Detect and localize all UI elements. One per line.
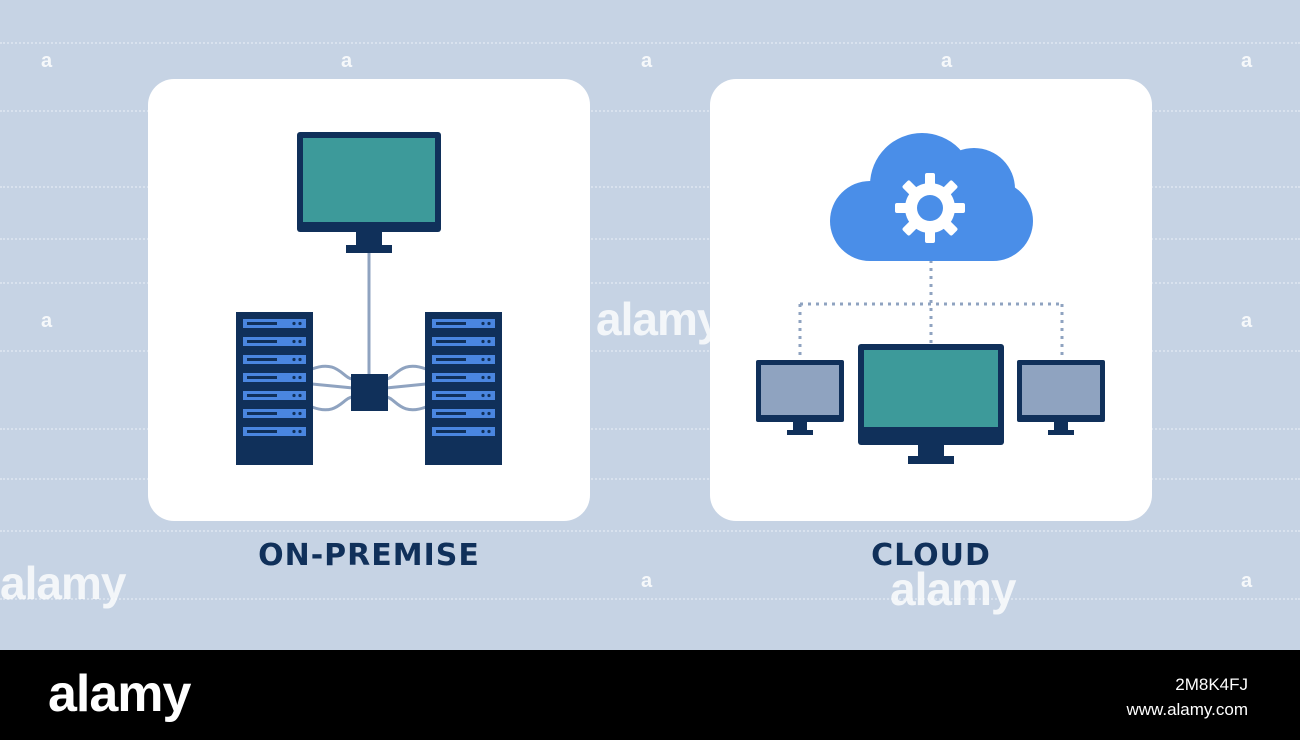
image-id: 2M8K4FJ <box>1175 675 1248 694</box>
image-info: 2M8K4FJ www.alamy.com <box>1126 672 1248 722</box>
watermark-mark: a <box>341 50 353 72</box>
on-premise-label: ON-PREMISE <box>258 538 480 573</box>
stock-image-area: a a a a a a a a a alamy alamy alamy <box>0 42 1300 615</box>
watermark-mark: a <box>41 50 53 72</box>
cable-line <box>311 382 354 390</box>
watermark-word: alamy <box>596 293 722 345</box>
server-rack-icon <box>236 312 313 465</box>
watermark-word: alamy <box>890 563 1016 615</box>
watermark-mark: a <box>641 50 653 72</box>
site-url: www.alamy.com <box>1126 700 1248 719</box>
cable-line <box>311 395 354 412</box>
alamy-logo: alamy <box>48 665 191 723</box>
background-line <box>0 110 1300 112</box>
cable-line <box>385 364 427 381</box>
cloud-gear-icon <box>830 133 1033 261</box>
watermark-mark: a <box>641 570 653 592</box>
footer-bar: alamy 2M8K4FJ www.alamy.com <box>0 650 1300 740</box>
cable-line <box>385 382 427 390</box>
monitor-icon <box>297 132 441 253</box>
network-switch-icon <box>351 374 388 411</box>
monitor-icon <box>858 344 1004 464</box>
watermark-mark: a <box>41 310 53 332</box>
watermark-mark: a <box>941 50 953 72</box>
background-line <box>0 350 1300 352</box>
background-line <box>0 282 1300 284</box>
watermark-mark: a <box>1241 310 1253 332</box>
on-premise-illustration <box>236 132 502 465</box>
background-line <box>0 478 1300 480</box>
watermark-mark: a <box>1241 50 1253 72</box>
on-premise-card <box>148 79 590 521</box>
cloud-card <box>710 79 1152 521</box>
cable-line <box>385 395 427 412</box>
background-line <box>0 186 1300 188</box>
watermark-word: alamy <box>0 557 126 609</box>
background-line <box>0 530 1300 532</box>
cloud-illustration <box>756 133 1105 464</box>
background-line <box>0 428 1300 430</box>
background-line <box>0 238 1300 240</box>
watermark-mark: a <box>1241 570 1253 592</box>
monitor-icon <box>1017 360 1105 435</box>
background-line <box>0 42 1300 44</box>
cable-line <box>311 364 354 381</box>
server-rack-icon <box>425 312 502 465</box>
monitor-icon <box>756 360 844 435</box>
cloud-label: CLOUD <box>871 538 991 573</box>
background-line <box>0 598 1300 600</box>
